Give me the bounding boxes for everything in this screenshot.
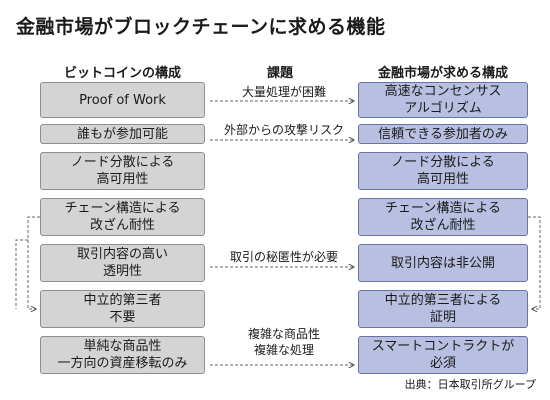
bitcoin-feature-box-proof-of-work: Proof of Work bbox=[40, 82, 205, 118]
finance-feature-box-tamper-resistance: チェーン構造による 改ざん耐性 bbox=[358, 198, 528, 236]
finance-feature-box-private-transactions: 取引内容は非公開 bbox=[358, 244, 528, 282]
bitcoin-feature-box-transparency: 取引内容の高い 透明性 bbox=[40, 244, 205, 282]
page-title: 金融市場がブロックチェーンに求める機能 bbox=[16, 16, 386, 38]
issue-label-attack-risk: 外部からの攻撃リスク bbox=[223, 123, 344, 137]
issue-label-confidentiality: 取引の秘匿性が必要 bbox=[229, 250, 338, 264]
finance-feature-box-fast-consensus: 高速なコンセンサス アルゴリズム bbox=[358, 82, 528, 118]
finance-feature-box-smart-contract: スマートコントラクトが 必須 bbox=[358, 336, 528, 374]
right-bracket-connector bbox=[528, 216, 541, 309]
bitcoin-feature-box-open-participation: 誰もが参加可能 bbox=[40, 124, 205, 144]
bitcoin-feature-box-simple-product: 単純な商品性 一方向の資産移転のみ bbox=[40, 336, 205, 374]
issue-label-throughput: 大量処理が困難 bbox=[241, 85, 326, 99]
issue-label-complexity: 複雑な商品性 複雑な処理 bbox=[247, 327, 320, 357]
finance-feature-box-third-party-proof: 中立的第三者による 証明 bbox=[358, 290, 528, 328]
bitcoin-feature-box-tamper-resistance: チェーン構造による 改ざん耐性 bbox=[40, 198, 205, 236]
finance-feature-box-node-distribution: ノード分散による 高可用性 bbox=[358, 152, 528, 190]
left-outer-connector bbox=[15, 239, 28, 309]
source-credit: 出典：日本取引所グループ bbox=[404, 378, 536, 391]
left-bracket-connector bbox=[27, 216, 40, 309]
right-column-header: 金融市場が求める構成 bbox=[377, 66, 508, 81]
left-column-header: ビットコインの構成 bbox=[63, 66, 181, 81]
bitcoin-feature-box-node-distribution: ノード分散による 高可用性 bbox=[40, 152, 205, 190]
finance-feature-box-trusted-participants: 信頼できる参加者のみ bbox=[358, 124, 528, 144]
issue-column-header: 課題 bbox=[266, 66, 293, 81]
bitcoin-feature-box-no-third-party: 中立的第三者 不要 bbox=[40, 290, 205, 328]
